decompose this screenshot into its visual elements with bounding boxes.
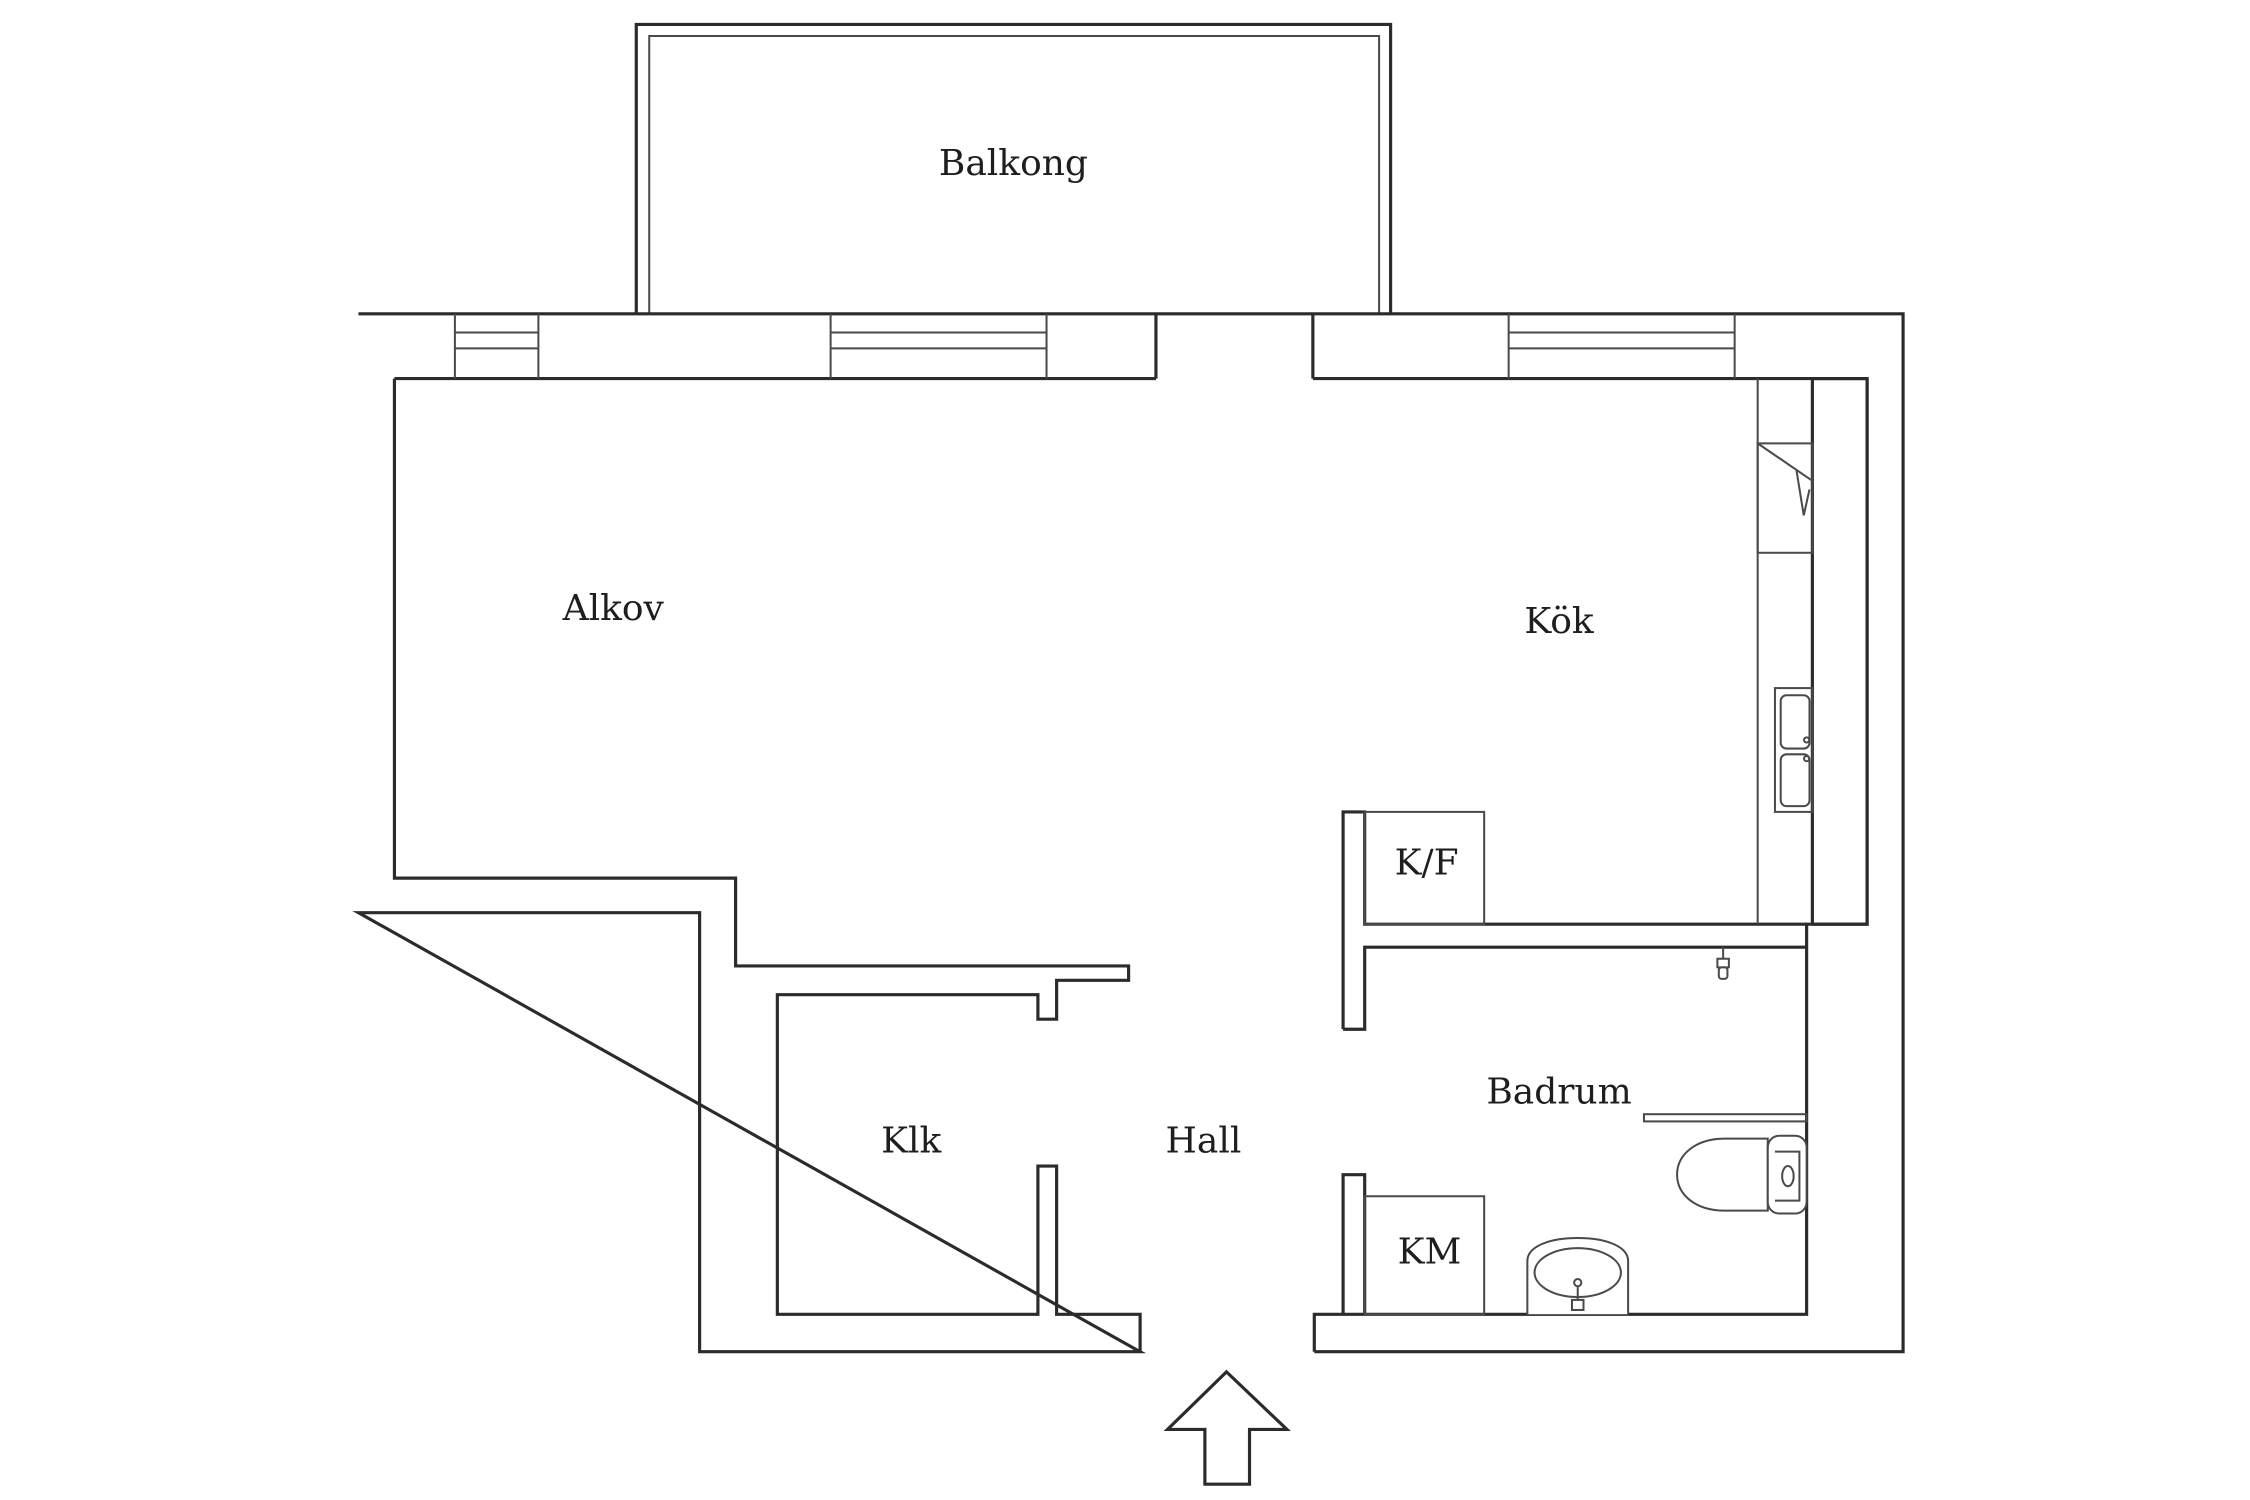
washing-machine [1363,1195,1486,1316]
room-label-alkov: Alkov [562,588,665,629]
room-label-kf: K/F [1395,843,1459,884]
window-middle [829,313,1048,379]
bathroom-fixtures [1526,947,1808,1315]
kitchen-counter [1756,377,1869,926]
room-label-hall: Hall [1166,1120,1242,1161]
entrance-arrow-icon [1163,1369,1291,1486]
alcove-inner-wall [392,378,1142,1352]
shower-screen [1642,1113,1808,1123]
sink-icon [1773,687,1814,813]
window-left [453,313,540,379]
room-label-km: KM [1398,1231,1462,1272]
shower-head-icon [1716,947,1730,980]
balcony-door-jambs [1154,313,1315,379]
exterior-wall-outer [352,312,1905,1354]
room-label-kok: Kök [1524,601,1595,642]
fridge-freezer [1363,810,1486,926]
window-right [1507,313,1736,379]
room-label-klk: Klk [881,1120,942,1161]
room-label-balkong: Balkong [939,143,1088,184]
wash-basin-icon [1526,1236,1630,1315]
bathroom-door-jamb [1341,1173,1367,1315]
toilet-icon [1676,1134,1808,1215]
balcony [634,22,1393,314]
room-label-badrum: Badrum [1486,1072,1631,1113]
